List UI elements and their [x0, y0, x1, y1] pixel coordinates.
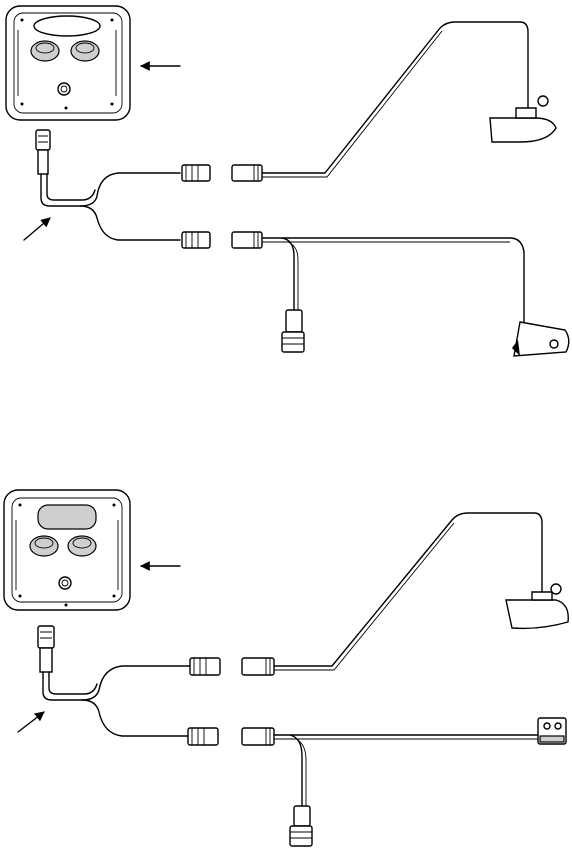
arrow-to-y-adapter-cable-bottom	[18, 712, 44, 732]
temperature-sensor-bottom	[538, 718, 566, 744]
connector-upper-top	[182, 165, 262, 181]
power-socket-bottom	[59, 577, 71, 589]
display-unit-bottom	[4, 490, 130, 610]
connector-branch-bottom	[290, 806, 312, 846]
transducer-top	[490, 96, 556, 142]
y-adapter-cable-bottom	[38, 626, 190, 736]
knob-left-top	[31, 41, 59, 61]
plug-unit-bottom	[38, 626, 54, 648]
knob-left-bottom	[30, 536, 58, 556]
arrow-to-y-adapter-cable-top	[24, 218, 50, 240]
connector-branch-top	[282, 310, 304, 352]
display-window-top	[34, 16, 100, 36]
plug-unit-top	[36, 130, 50, 150]
speed-sensor-top	[512, 322, 569, 356]
display-window-bottom	[38, 505, 96, 529]
display-unit-top	[6, 6, 130, 120]
transducer-bottom	[506, 584, 568, 628]
knob-right-top	[71, 41, 99, 61]
connector-lower-top	[182, 232, 262, 248]
knob-right-bottom	[68, 536, 96, 556]
diagram-top	[6, 6, 569, 356]
diagram-bottom	[4, 490, 568, 846]
y-adapter-cable-top	[36, 130, 180, 240]
power-socket-top	[58, 83, 70, 95]
connector-upper-bottom	[190, 658, 274, 675]
connector-lower-bottom	[188, 728, 274, 745]
